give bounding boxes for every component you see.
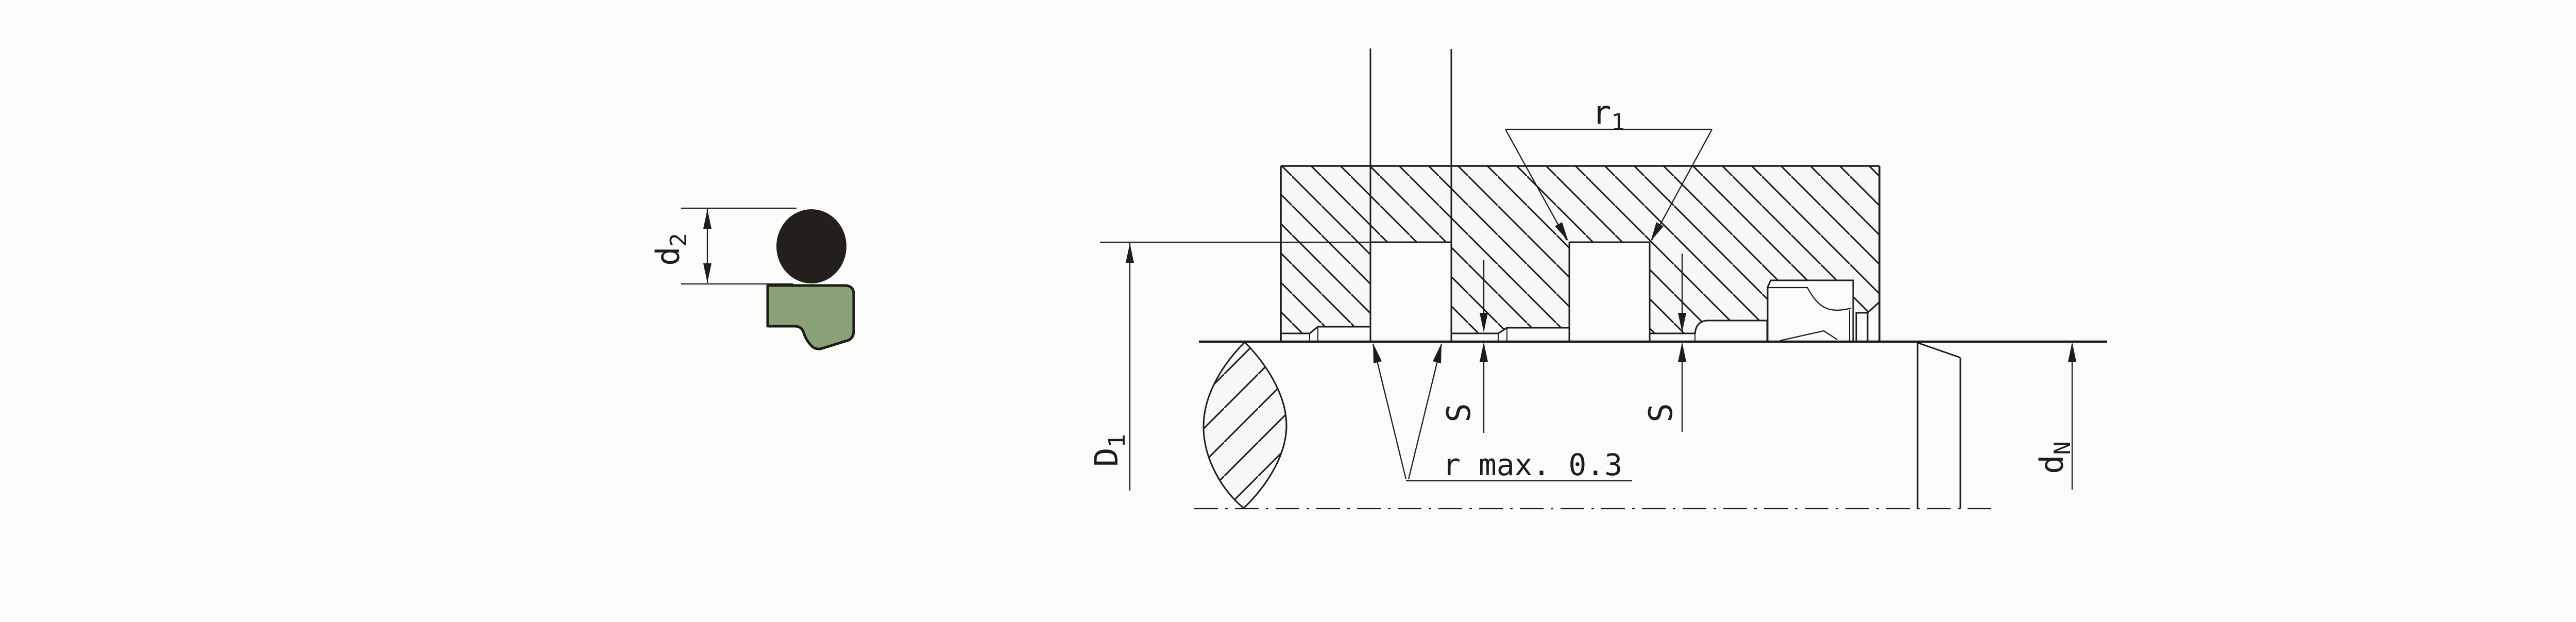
installation-section-figure: D1 r1 S S bbox=[1088, 48, 2107, 510]
arrowhead-up-icon bbox=[2068, 342, 2076, 362]
dimension-dN bbox=[2068, 342, 2076, 490]
r1-leader-left bbox=[1504, 129, 1568, 241]
backup-ring-profile bbox=[766, 284, 855, 350]
o-ring-cross-section bbox=[776, 209, 846, 283]
bore-land-left bbox=[1281, 326, 1370, 341]
groove-2 bbox=[1568, 241, 1651, 341]
r-max-leader-left bbox=[1372, 344, 1407, 480]
retainer-ring bbox=[1855, 301, 1880, 341]
callout-r1 bbox=[1504, 128, 1713, 241]
dimension-D1 bbox=[1100, 241, 1451, 491]
r-max-leader-right bbox=[1408, 344, 1443, 480]
dimension-S-left bbox=[1480, 260, 1488, 433]
arrowhead-up-icon bbox=[1678, 342, 1686, 362]
label-r1: r1 bbox=[1592, 94, 1625, 136]
arrowhead-icon bbox=[1555, 222, 1568, 241]
arrowhead-down-icon bbox=[703, 263, 711, 283]
label-r-max: r max. 0.3 bbox=[1443, 447, 1622, 482]
callout-r-max bbox=[1372, 343, 1632, 482]
housing-corner-chamfer bbox=[1867, 301, 1880, 314]
rod-step-part bbox=[1917, 342, 1961, 509]
arrowhead-up-icon bbox=[1126, 243, 1134, 263]
label-d2: d2 bbox=[649, 233, 692, 266]
arrowhead-down-icon bbox=[1480, 313, 1488, 332]
label-S-left: S bbox=[1440, 403, 1478, 422]
bore-land-middle bbox=[1451, 327, 1569, 341]
housing-section bbox=[1281, 166, 1879, 333]
label-dN: dN bbox=[2033, 441, 2076, 474]
arrowhead-up-icon bbox=[1433, 343, 1442, 363]
arrowhead-up-icon bbox=[1480, 342, 1488, 362]
arrowhead-down-icon bbox=[1678, 313, 1686, 332]
wiper-seal-block bbox=[1767, 279, 1854, 342]
arrowhead-up-icon bbox=[1373, 343, 1382, 363]
dimension-S-right bbox=[1678, 254, 1686, 432]
label-S-right: S bbox=[1642, 403, 1680, 422]
housing-outline bbox=[1280, 165, 1880, 341]
label-D1: D1 bbox=[1088, 434, 1130, 467]
housing-hatch-pattern bbox=[1281, 166, 1879, 333]
arrowhead-up-icon bbox=[703, 209, 711, 229]
arrowhead-icon bbox=[1651, 222, 1664, 241]
r1-leader-right bbox=[1651, 129, 1713, 241]
dimension-d2 bbox=[681, 207, 796, 285]
rod-break-section bbox=[1202, 341, 1287, 509]
seal-profile-figure: d2 bbox=[649, 207, 855, 350]
